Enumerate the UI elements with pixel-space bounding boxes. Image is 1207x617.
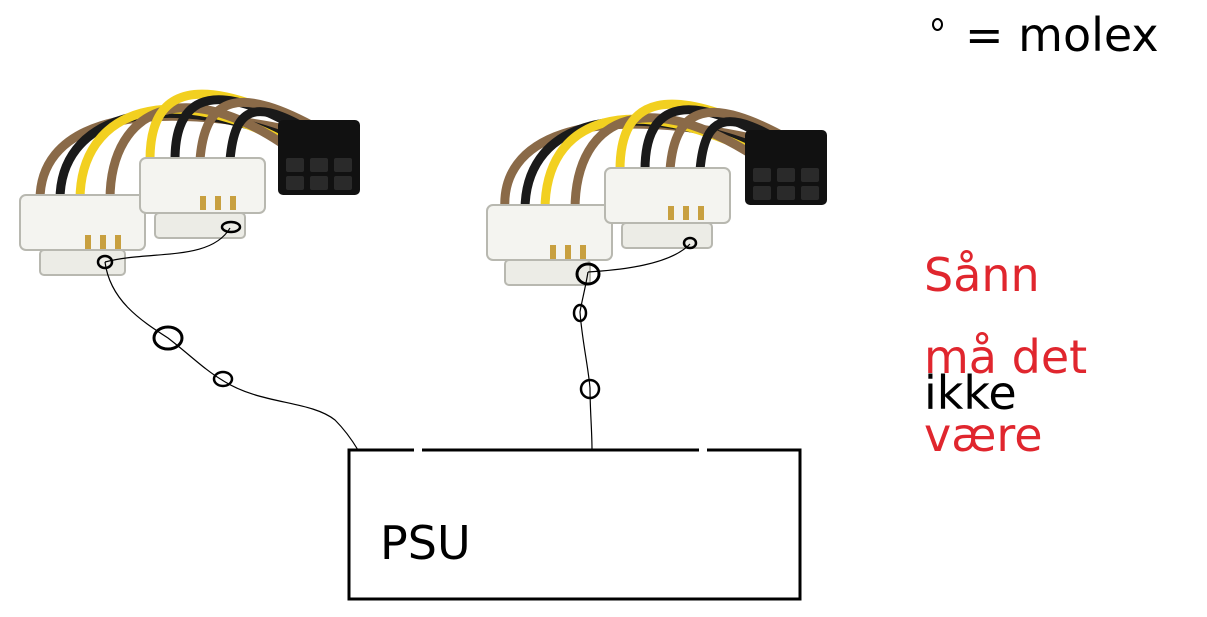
psu-box-notch — [699, 446, 707, 452]
psu-label: PSU — [380, 516, 471, 570]
pcie-6pin-connector-right — [745, 130, 827, 205]
cable-left-link — [104, 227, 231, 263]
psu-box — [347, 448, 802, 601]
molex-marker-icon — [682, 236, 698, 250]
adapter-right-wires — [500, 99, 800, 215]
molex-connector-right-2 — [604, 167, 731, 249]
molex-connector-left-1 — [19, 194, 146, 276]
note-line-2: må det — [924, 330, 1088, 384]
legend-text: = molex — [965, 8, 1159, 62]
molex-marker-icon — [572, 303, 588, 323]
molex-connector-left-2 — [139, 157, 266, 239]
molex-connector-right-1 — [486, 204, 613, 286]
note-line-3: ikke — [924, 366, 1017, 420]
cable-left-chain — [104, 261, 359, 451]
molex-marker-icon — [152, 325, 184, 351]
adapter-right — [486, 99, 827, 286]
molex-marker-icon — [220, 220, 242, 234]
hand-drawn-cables — [104, 227, 691, 451]
molex-marker-icon — [212, 370, 234, 388]
molex-marker-icon — [579, 378, 601, 400]
adapter-left-wires — [35, 89, 330, 205]
molex-marker-icon — [575, 262, 601, 286]
cable-right-chain — [579, 271, 593, 451]
adapter-left — [19, 89, 360, 276]
note-line-4: være — [924, 408, 1043, 462]
legend: = molex — [932, 12, 1159, 58]
molex-markers — [96, 220, 698, 400]
psu-box-notch — [414, 446, 422, 452]
molex-marker-icon — [96, 254, 114, 270]
pcie-6pin-connector-left — [278, 120, 360, 195]
small-circle-icon — [932, 18, 943, 31]
note-line-1: Sånn — [924, 248, 1040, 302]
